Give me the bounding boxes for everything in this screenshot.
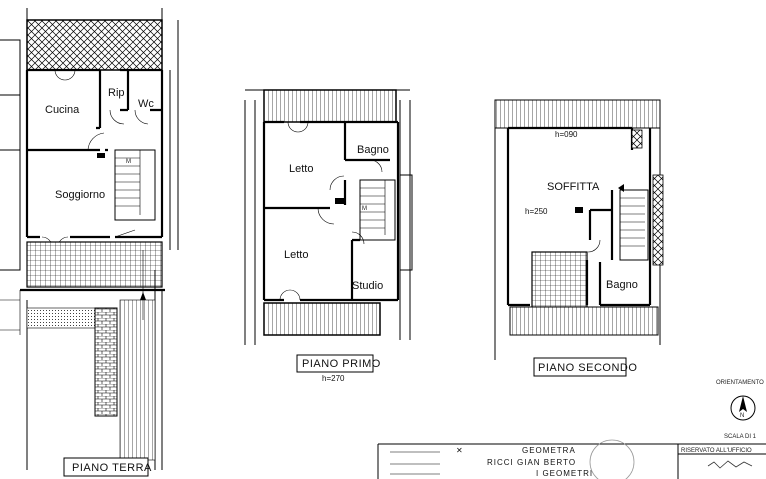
title-block-line3: I GEOMETRI (536, 469, 593, 478)
first-floor-outer-walls (262, 120, 400, 300)
room-label-letto-bottom: Letto (284, 249, 308, 261)
svg-text:M: M (126, 159, 131, 165)
ground-floor-title-box (63, 457, 149, 477)
ground-floor-title: PIANO TERRA (72, 462, 152, 474)
professional-seal-stamp (589, 439, 635, 479)
room-label-bagno-second: Bagno (606, 279, 638, 291)
first-floor-front-balcony (263, 302, 381, 336)
second-floor-height-max: h=250 (525, 207, 548, 216)
room-label-studio: Studio (352, 280, 383, 292)
orientation-label: ORIENTAMENTO (716, 380, 764, 386)
handwritten-signature (707, 460, 753, 469)
second-floor-title: PIANO SECONDO (538, 362, 637, 374)
title-block: ✕ GEOMETRA RICCI GIAN BERTO I GEOMETRI R… (377, 439, 766, 479)
second-floor-plan: h=090 SOFFITTA h=250 Bagno PIANO SECONDO (494, 99, 664, 377)
ground-front-porch (26, 241, 163, 288)
ground-floor-plan: M Cucina Rip Wc Soggiorno PIANO TERRA (0, 8, 179, 477)
ground-rear-terrace (26, 19, 163, 71)
first-floor-plan: M Letto Bagno Letto Studio PIANO PRIMO h… (244, 89, 413, 383)
ground-outer-walls (25, 68, 164, 237)
svg-text:✕: ✕ (456, 446, 463, 455)
left-neighbour-walls (0, 39, 21, 271)
north-label: N (740, 413, 744, 419)
title-block-line2: RICCI GIAN BERTO (487, 458, 576, 467)
scale-label: SCALA DI 1 (724, 434, 757, 440)
second-floor-outer-walls (506, 126, 652, 305)
orientation-compass: ORIENTAMENTO N (716, 380, 764, 421)
svg-text:M: M (362, 206, 367, 212)
second-floor-terrace (531, 251, 588, 308)
room-label-rip: Rip (108, 87, 125, 99)
room-label-bagno-first: Bagno (357, 144, 389, 156)
first-floor-balcony (263, 89, 397, 123)
room-label-letto-top: Letto (289, 163, 313, 175)
room-label-soggiorno: Soggiorno (55, 189, 105, 201)
first-floor-height: h=270 (322, 374, 345, 383)
room-label-soffitta: SOFFITTA (547, 181, 600, 193)
second-floor-roof-edge (494, 99, 661, 129)
title-block-office: RISERVATO ALL'UFFICIO (681, 448, 752, 454)
room-label-wc: Wc (138, 98, 154, 110)
second-floor-title-box (533, 357, 627, 377)
first-floor-title: PIANO PRIMO (302, 358, 381, 370)
title-block-line1: GEOMETRA (522, 446, 576, 455)
second-floor-height-min: h=090 (555, 130, 578, 139)
first-floor-title-box (296, 354, 374, 373)
room-label-cucina: Cucina (45, 104, 80, 116)
